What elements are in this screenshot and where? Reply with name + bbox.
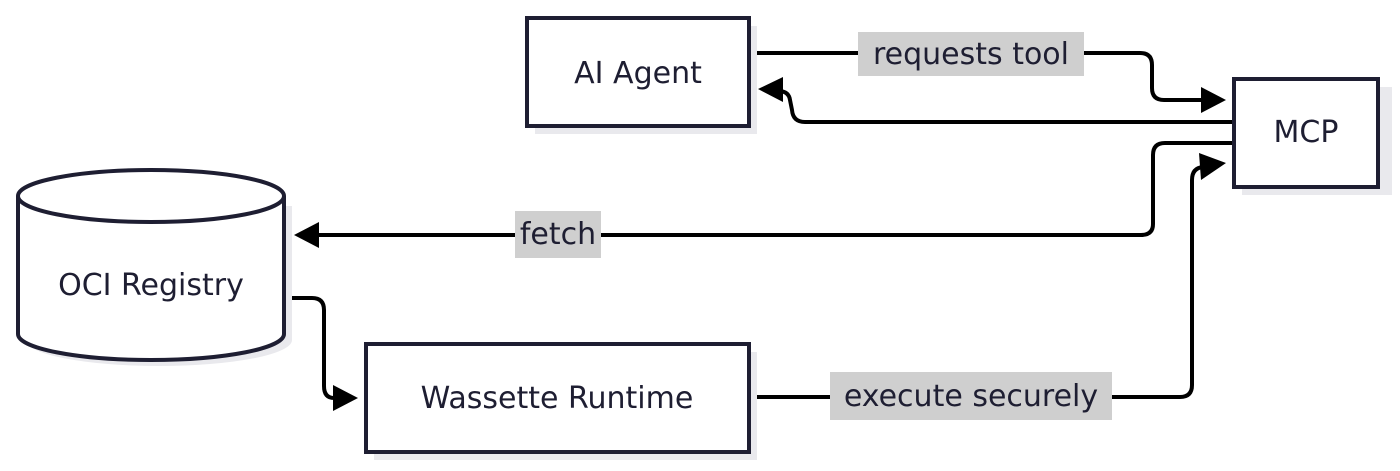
node-mcp-label: MCP bbox=[1274, 115, 1339, 150]
node-oci-registry: OCI Registry bbox=[16, 168, 292, 366]
arrowhead-to-mcp-top bbox=[1201, 87, 1226, 113]
edge-label-execute-securely-text: execute securely bbox=[844, 379, 1098, 414]
edge-label-fetch-text: fetch bbox=[520, 217, 596, 252]
arrowhead-to-wassette-runtime bbox=[333, 385, 358, 411]
edge-label-requests-tool: requests tool bbox=[858, 32, 1084, 76]
node-ai-agent-label: AI Agent bbox=[574, 56, 702, 91]
edge-wassette-to-mcp bbox=[749, 165, 1204, 399]
edge-oci-registry-to-wassette bbox=[286, 296, 335, 400]
node-wassette-runtime: Wassette Runtime bbox=[364, 342, 757, 460]
edge-mcp-to-oci-registry bbox=[318, 141, 1234, 237]
node-wassette-runtime-label: Wassette Runtime bbox=[421, 381, 694, 416]
edge-label-fetch: fetch bbox=[515, 211, 601, 258]
arrowhead-to-oci-registry bbox=[294, 222, 319, 248]
node-mcp: MCP bbox=[1232, 77, 1392, 195]
edge-label-requests-tool-text: requests tool bbox=[873, 37, 1069, 72]
arrowhead-to-ai-agent bbox=[758, 77, 783, 102]
edge-label-execute-securely: execute securely bbox=[830, 372, 1112, 420]
node-ai-agent: AI Agent bbox=[525, 16, 757, 134]
arrowhead-to-mcp-bottom bbox=[1199, 153, 1226, 180]
node-oci-registry-label: OCI Registry bbox=[58, 268, 244, 303]
edge-ai-agent-to-mcp bbox=[749, 51, 1204, 102]
edge-mcp-to-ai-agent bbox=[779, 89, 1234, 124]
